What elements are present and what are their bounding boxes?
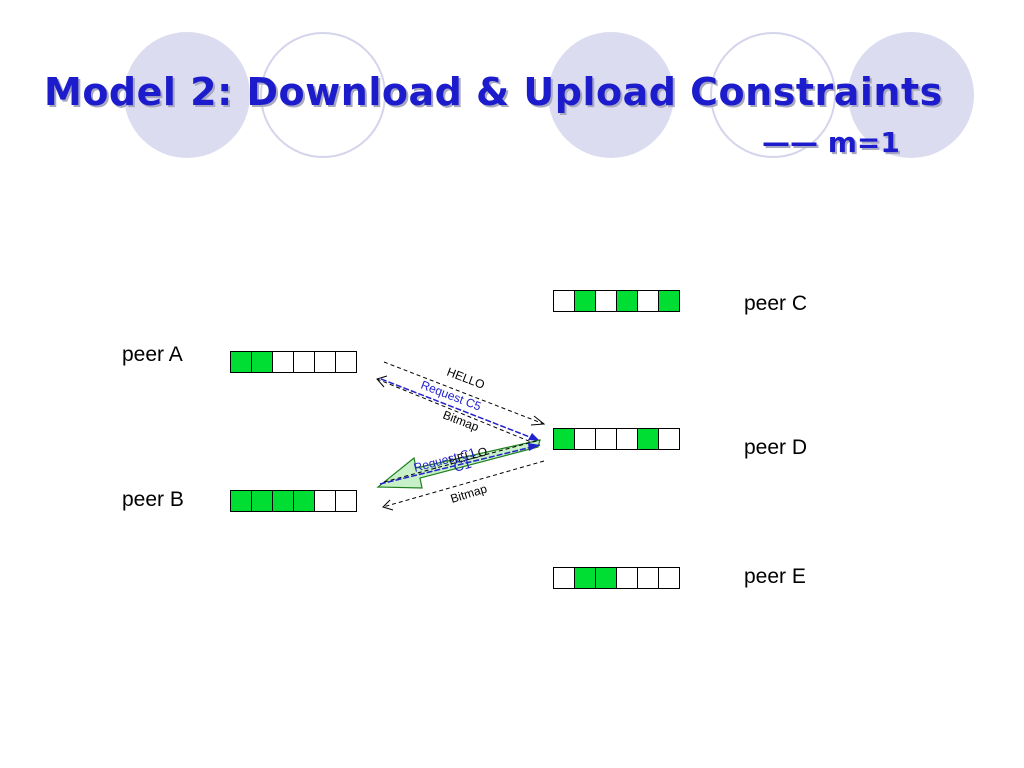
decor-circle [124, 32, 250, 158]
peer-e-label: peer E [744, 565, 806, 588]
chunk-cell-missing [335, 351, 357, 373]
peer-c-label: peer C [744, 292, 808, 315]
arrowhead [376, 375, 388, 388]
request-arrow-b-to-d [379, 444, 541, 485]
upload-chunk-label: C1 [452, 455, 474, 475]
decor-ring [260, 32, 386, 158]
peer-e-bitmap [553, 567, 680, 589]
slide-subtitle: —— m=1 [762, 126, 900, 159]
peer-a-bitmap [230, 351, 357, 373]
decor-circle [848, 32, 974, 158]
chunk-cell-missing [335, 490, 357, 512]
hello-arrow-a-to-d [383, 361, 545, 425]
peer-d-label: peer D [744, 436, 808, 459]
bitmap-arrow-d-to-a [376, 378, 537, 445]
hello-arrow-b-to-d [383, 439, 541, 483]
peer-b-bitmap [230, 490, 357, 512]
decor-ring [710, 32, 836, 158]
decor-circle [548, 32, 674, 158]
arrowhead [382, 499, 394, 511]
arrowhead [530, 415, 546, 426]
arrowhead [528, 443, 540, 451]
peer-b-label: peer B [122, 488, 184, 511]
chunk-cell-missing [658, 428, 680, 450]
slide-title: Model 2: Download & Upload Constraints [44, 70, 943, 114]
request-arrow-a-to-d [380, 378, 541, 442]
peer-c-bitmap [553, 290, 680, 312]
peer-d-bitmap [553, 428, 680, 450]
peer-a-label: peer A [122, 343, 183, 366]
chunk-cell-missing [658, 567, 680, 589]
bitmap-label-bd: Bitmap [449, 481, 489, 505]
chunk-cell-have [658, 290, 680, 312]
arrowhead [528, 433, 540, 441]
